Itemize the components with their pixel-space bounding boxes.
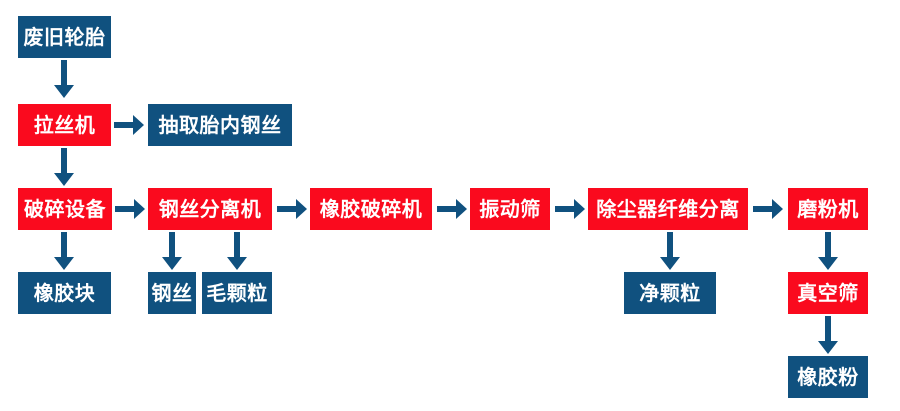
flow-node-label: 废旧轮胎: [23, 25, 106, 49]
arrow-down-icon: [50, 60, 78, 100]
arrow-down-icon: [158, 232, 186, 272]
arrow-right-icon: [437, 195, 469, 223]
flow-node-n6[interactable]: 橡胶破碎机: [310, 188, 432, 230]
flow-node-n10[interactable]: 橡胶块: [18, 272, 111, 314]
flow-node-n3[interactable]: 抽取胎内钢丝: [148, 104, 292, 146]
flow-node-n12[interactable]: 毛颗粒: [202, 272, 272, 314]
flow-node-label: 钢丝: [151, 281, 193, 305]
flow-node-label: 抽取胎内钢丝: [158, 113, 282, 137]
arrow-down-icon: [50, 232, 78, 272]
arrow-right-icon: [277, 195, 309, 223]
flow-node-label: 除尘器纤维分离: [596, 197, 740, 221]
flow-node-label: 净颗粒: [639, 281, 701, 305]
flow-node-label: 橡胶破碎机: [319, 197, 423, 221]
flow-node-label: 真空筛: [797, 281, 859, 305]
flow-node-label: 破碎设备: [24, 197, 106, 221]
flow-node-n15[interactable]: 橡胶粉: [788, 356, 868, 398]
flow-node-label: 磨粉机: [797, 197, 859, 221]
flow-node-n9[interactable]: 磨粉机: [788, 188, 868, 230]
flow-node-label: 钢丝分离机: [158, 197, 262, 221]
arrow-down-icon: [656, 232, 684, 272]
flow-node-n11[interactable]: 钢丝: [148, 272, 196, 314]
flow-node-label: 振动筛: [479, 197, 541, 221]
flow-node-n7[interactable]: 振动筛: [470, 188, 550, 230]
arrow-down-icon: [50, 148, 78, 188]
arrow-right-icon: [555, 195, 587, 223]
arrow-right-icon: [753, 195, 785, 223]
flow-node-label: 毛颗粒: [206, 281, 268, 305]
flow-node-label: 拉丝机: [33, 113, 96, 137]
flow-node-n1[interactable]: 废旧轮胎: [18, 16, 111, 58]
arrow-right-icon: [115, 195, 147, 223]
arrow-right-icon: [114, 111, 146, 139]
flow-node-n14[interactable]: 真空筛: [788, 272, 868, 314]
flow-node-n4[interactable]: 破碎设备: [18, 188, 112, 230]
arrow-down-icon: [223, 232, 251, 272]
arrow-down-icon: [814, 232, 842, 272]
flow-node-n5[interactable]: 钢丝分离机: [148, 188, 272, 230]
flow-node-label: 橡胶块: [33, 281, 96, 305]
flow-node-n8[interactable]: 除尘器纤维分离: [588, 188, 748, 230]
flow-node-n2[interactable]: 拉丝机: [18, 104, 111, 146]
flow-node-label: 橡胶粉: [797, 365, 859, 389]
flow-node-n13[interactable]: 净颗粒: [624, 272, 716, 314]
arrow-down-icon: [814, 316, 842, 356]
